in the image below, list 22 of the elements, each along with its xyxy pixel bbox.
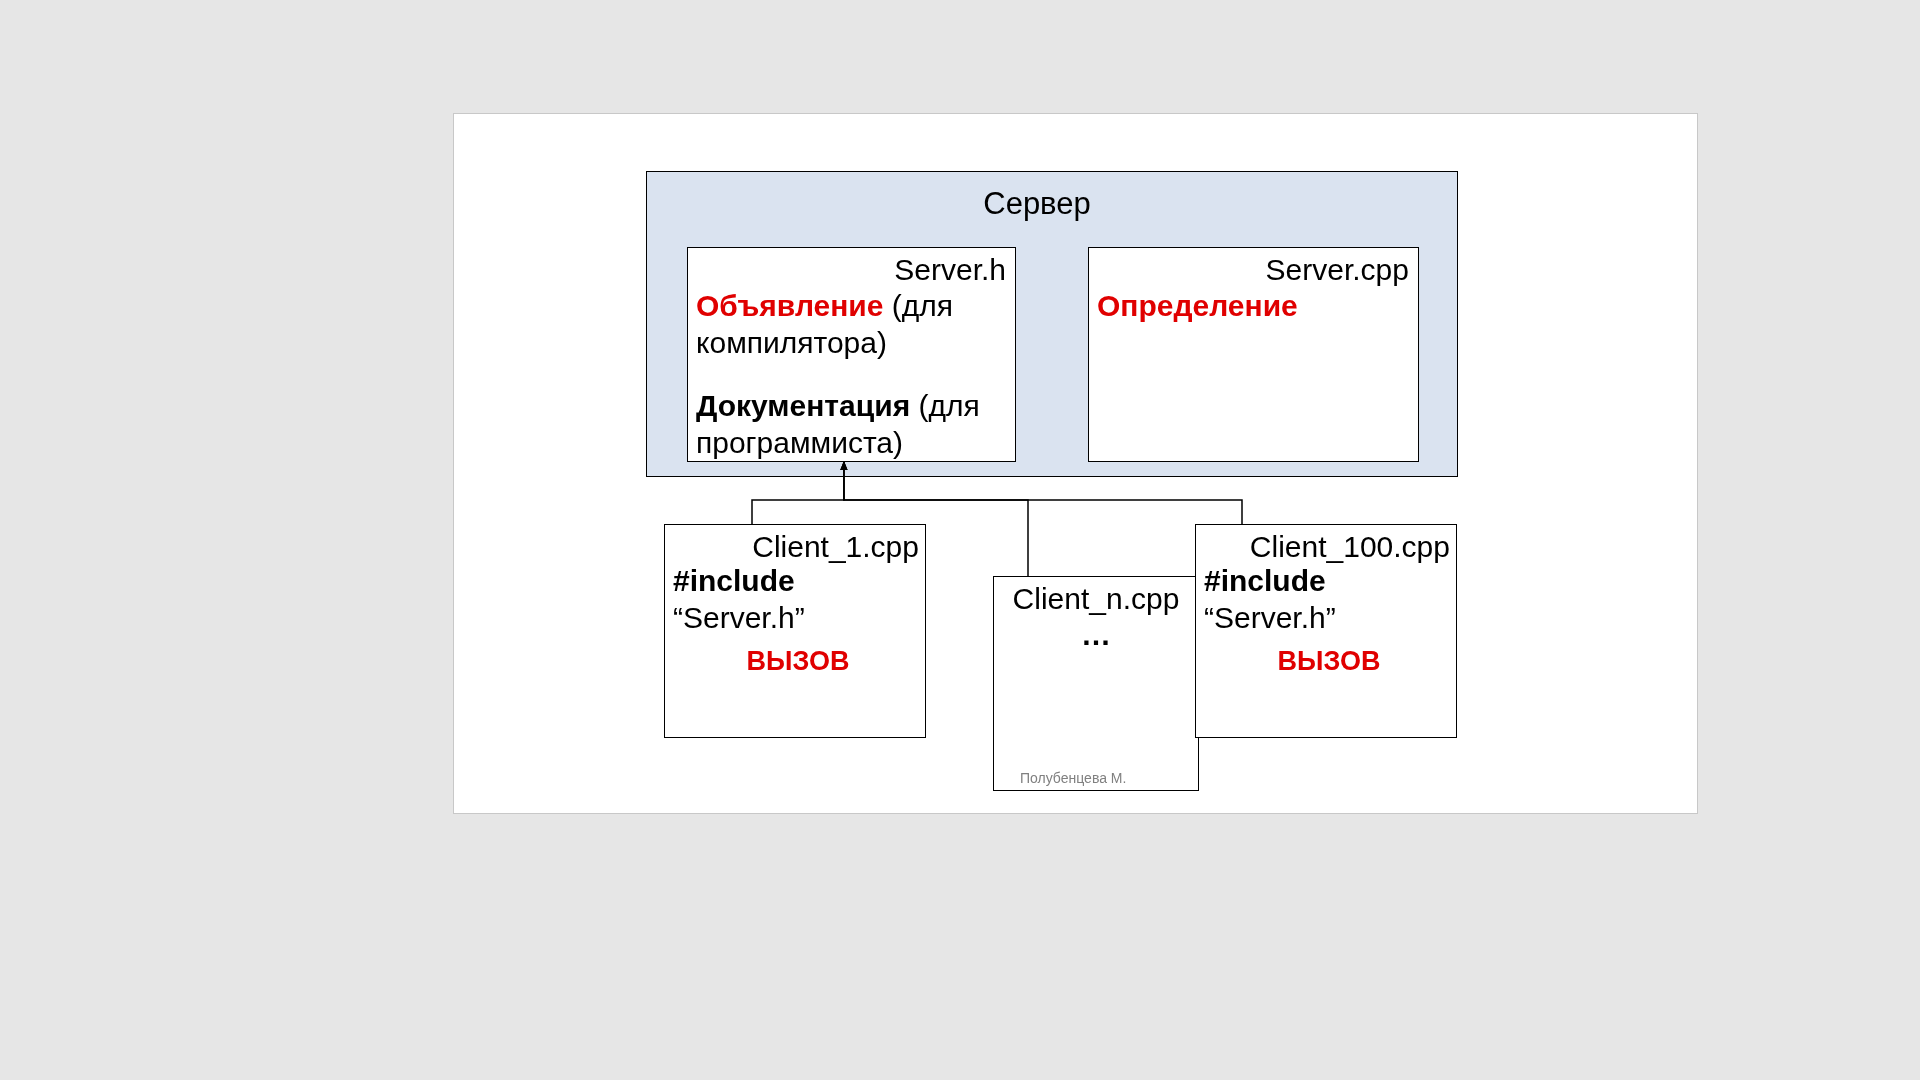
ellipsis-text: … xyxy=(1080,617,1112,653)
file-box xyxy=(993,576,1199,791)
code-text: #include “Server.h” xyxy=(1204,563,1337,636)
file-name: Server.h xyxy=(893,252,1006,288)
file-box xyxy=(1195,524,1457,738)
file-box xyxy=(664,524,926,738)
file-name: Server.cpp xyxy=(1264,252,1409,288)
footer-text: Полубенцева М. xyxy=(1020,770,1127,786)
file-box xyxy=(687,247,1016,462)
call-text: ВЫЗОВ xyxy=(1276,645,1382,678)
file-name: Client_100.cpp xyxy=(1248,529,1450,565)
file-name: Client_1.cpp xyxy=(751,529,919,565)
server-panel xyxy=(646,171,1458,477)
file-box xyxy=(1088,247,1419,462)
file-name: Client_n.cpp xyxy=(1011,581,1181,617)
code-text: #include “Server.h” xyxy=(673,563,806,636)
description-text: Документация (для программиста) xyxy=(696,388,981,461)
description-text: Объявление (для компилятора) xyxy=(696,288,955,361)
call-text: ВЫЗОВ xyxy=(745,645,851,678)
panel-title: Сервер xyxy=(982,185,1092,223)
arrow xyxy=(840,460,1243,525)
description-text: Определение xyxy=(1097,288,1299,324)
